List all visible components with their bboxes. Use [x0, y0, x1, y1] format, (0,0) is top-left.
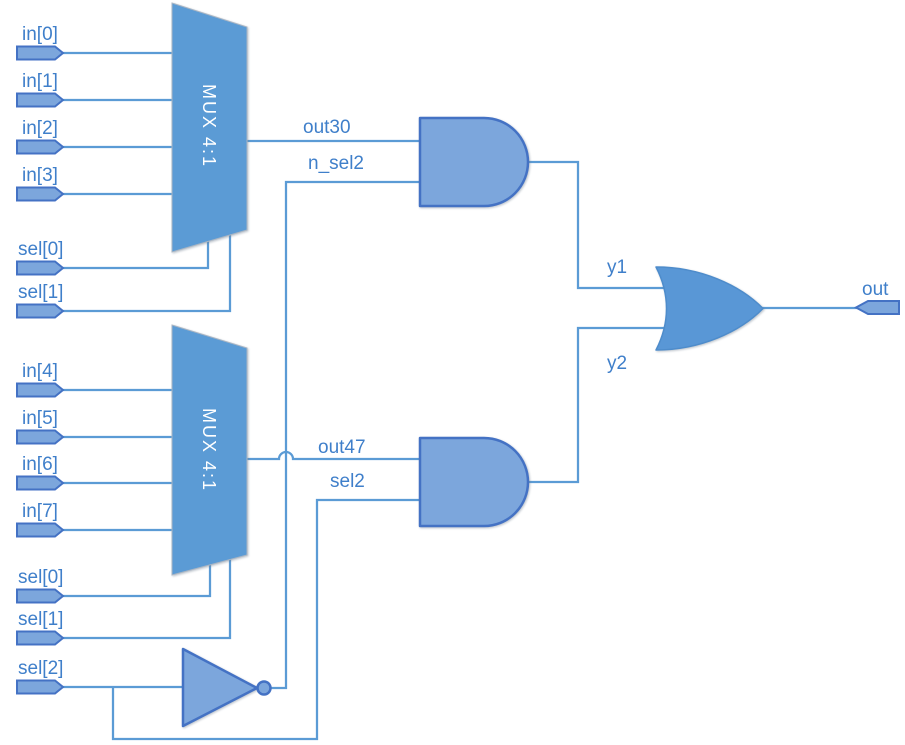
pin-in1	[16, 92, 64, 108]
net-label-n-sel2: n_sel2	[308, 153, 364, 174]
pin-sel2	[16, 679, 64, 695]
pin-in6	[16, 475, 64, 491]
label-sel2-pin: sel[2]	[18, 658, 63, 679]
pin-in4	[16, 382, 64, 398]
label-sel0-mux1: sel[0]	[18, 239, 63, 260]
net-label-out30: out30	[303, 117, 351, 138]
pin-in3	[16, 186, 64, 202]
wires	[56, 51, 858, 741]
wire-sel0-mux1	[56, 240, 210, 270]
pin-in7	[16, 522, 64, 538]
net-label-y2: y2	[607, 353, 627, 374]
pin-in0	[16, 45, 64, 61]
mux1-shape	[171, 2, 248, 253]
pin-out	[855, 300, 900, 315]
net-label-sel2: sel2	[330, 471, 365, 492]
or-gate	[655, 266, 764, 351]
gate-shapes: MUX 4:1 MUX 4:1	[171, 2, 764, 728]
label-in1: in[1]	[22, 71, 58, 92]
and2-gate	[418, 436, 530, 528]
net-label-out47: out47	[318, 437, 366, 458]
label-in4: in[4]	[22, 361, 58, 382]
mux1-label: MUX 4:1	[199, 84, 219, 168]
label-in6: in[6]	[22, 454, 58, 475]
pin-sel0-mux2	[16, 588, 64, 604]
pin-sel0-mux1	[16, 260, 64, 276]
label-in3: in[3]	[22, 165, 58, 186]
and1-gate	[418, 116, 530, 208]
pin-sel1-mux2	[16, 630, 64, 646]
wire-y2	[526, 326, 670, 484]
wire-sel0-mux2	[56, 564, 212, 598]
net-label-y1: y1	[607, 257, 627, 278]
label-sel1-mux1: sel[1]	[18, 282, 63, 303]
label-sel1-mux2: sel[1]	[18, 609, 63, 630]
pin-in5	[16, 429, 64, 445]
labels: in[0] in[1] in[2] in[3] sel[0] sel[1] in…	[18, 24, 889, 679]
wire-n-sel2	[270, 180, 424, 690]
label-in2: in[2]	[22, 118, 58, 139]
wire-y1	[526, 160, 670, 290]
mux2-label: MUX 4:1	[199, 408, 219, 492]
label-in5: in[5]	[22, 408, 58, 429]
label-in0: in[0]	[22, 24, 58, 45]
not-bubble-icon	[256, 680, 272, 696]
pin-sel1-mux1	[16, 303, 64, 319]
label-out-pin: out	[862, 279, 889, 300]
wire-sel2-branch	[111, 498, 424, 741]
label-in7: in[7]	[22, 501, 58, 522]
wire-out47-with-hop	[244, 450, 424, 461]
wire-sel1-mux2	[56, 558, 232, 640]
not-gate	[181, 647, 259, 728]
label-sel0-mux2: sel[0]	[18, 567, 63, 588]
mux2-shape	[171, 324, 248, 576]
pin-in2	[16, 139, 64, 155]
wire-sel1-mux1	[56, 234, 232, 313]
